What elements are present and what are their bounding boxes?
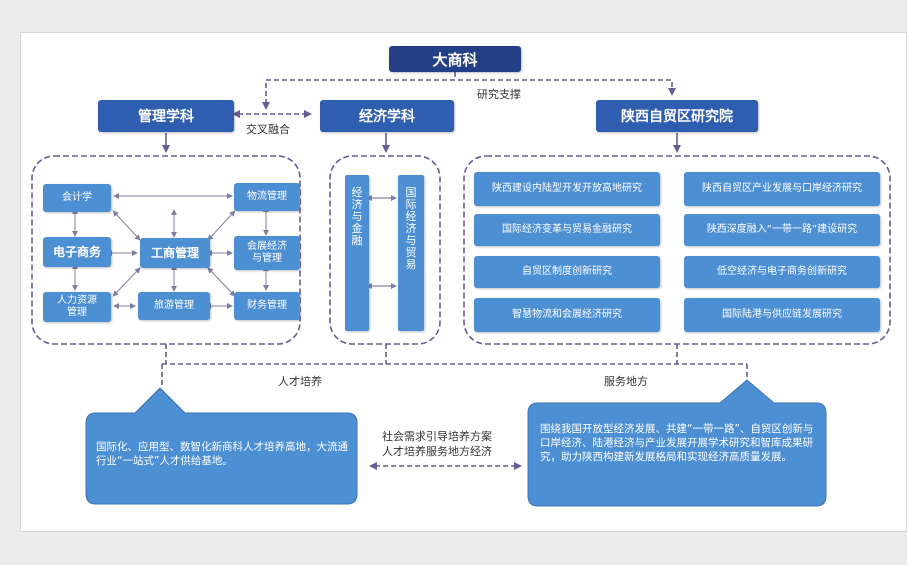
- left-callout-shape: [85, 387, 358, 505]
- research-box-2: 国际经济变革与贸易金融研究: [474, 214, 660, 246]
- support-label: 研究支撑: [477, 88, 521, 101]
- box-intl-trade: 国际经济与贸易: [398, 175, 424, 331]
- economics-arrows: [366, 195, 397, 289]
- management-arrows: [72, 193, 269, 309]
- left-callout-text: 国际化、应用型、数智化新商科人才培养高地，大流通行业“一站式”人才供给基地。: [96, 441, 348, 467]
- bottom-label-1: 社会需求引导培养方案: [382, 430, 492, 443]
- research-box-6: 陕西深度融入“一带一路”建设研究: [684, 214, 880, 246]
- intl-trade-label: 国际经济与贸易: [405, 186, 417, 271]
- research-box-8: 国际陆港与供应链发展研究: [684, 298, 880, 332]
- management-header: 管理学科: [98, 100, 234, 132]
- top-title: 大商科: [432, 50, 478, 69]
- research-box-4: 智慧物流和会展经济研究: [474, 298, 660, 332]
- management-container: [31, 155, 301, 345]
- research-box-7: 低空经济与电子商务创新研究: [684, 256, 880, 288]
- right-callout-text: 围绕我国开放型经济发展、共建“一带一路”、自贸区创新与口岸经济、陆港经济与产业发…: [540, 423, 814, 463]
- box-business: 工商管理: [140, 238, 210, 268]
- institute-header: 陕西自贸区研究院: [596, 100, 758, 132]
- box-logistics: 物流管理: [234, 183, 300, 211]
- box-finance: 财务管理: [234, 292, 300, 320]
- research-box-3: 自贸区制度创新研究: [474, 256, 660, 288]
- box-exhibition: 会展经济与管理: [234, 236, 300, 270]
- institute-header-label: 陕西自贸区研究院: [621, 109, 733, 125]
- talent-label: 人才培养: [278, 375, 322, 388]
- box-economics-finance: 经济与金融: [345, 175, 369, 331]
- economics-finance-label: 经济与金融: [351, 186, 363, 247]
- economics-header: 经济学科: [320, 100, 454, 132]
- research-box-1: 陕西建设内陆型开发开放高地研究: [474, 172, 660, 206]
- fusion-label: 交叉融合: [246, 123, 290, 136]
- box-accounting: 会计学: [43, 184, 111, 212]
- research-box-5: 陕西自贸区产业发展与口岸经济研究: [684, 172, 880, 206]
- service-label: 服务地方: [604, 375, 648, 388]
- economics-container: [329, 155, 441, 345]
- box-tourism: 旅游管理: [138, 292, 210, 320]
- top-title-box: 大商科: [389, 46, 521, 72]
- economics-header-label: 经济学科: [359, 109, 415, 125]
- support-bracket: [262, 79, 676, 110]
- bottom-label-2: 人才培养服务地方经济: [382, 445, 492, 458]
- box-ecommerce: 电子商务: [43, 237, 111, 267]
- right-callout-shape: [527, 379, 827, 507]
- management-header-label: 管理学科: [138, 109, 194, 125]
- box-hr: 人力资源管理: [43, 292, 111, 322]
